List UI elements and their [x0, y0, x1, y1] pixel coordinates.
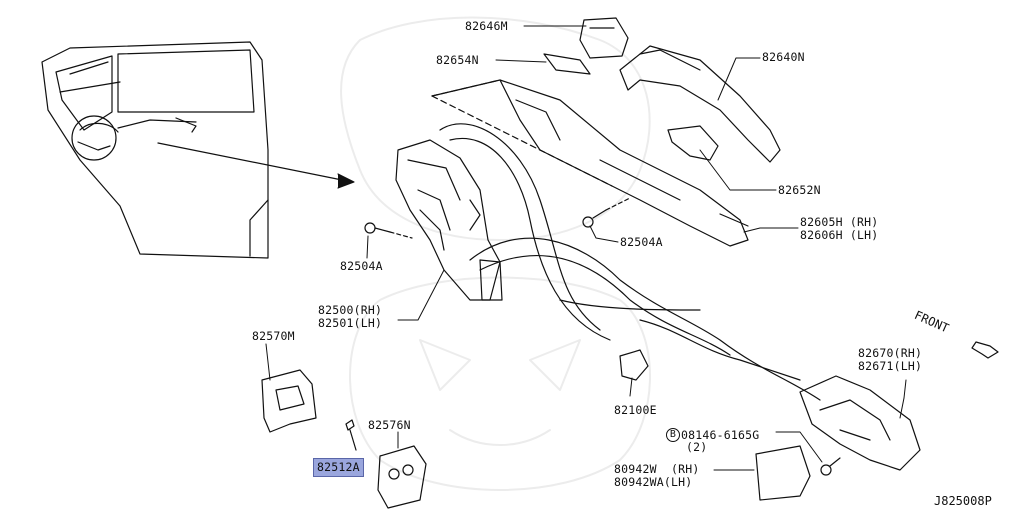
inside-handle-drawing	[799, 375, 921, 471]
part-label-82504A-left: 82504A	[340, 259, 383, 273]
car-door-drawing	[41, 41, 269, 259]
part-label-82606H: 82606H (LH)	[800, 228, 879, 242]
part-label-82652N: 82652N	[778, 183, 821, 197]
part-label-80942WA: 80942WA(LH)	[614, 475, 693, 489]
key-cylinder-drawing	[579, 17, 629, 59]
striker-drawing	[261, 369, 317, 433]
front-arrow	[971, 341, 999, 359]
diagram-code: J825008P	[934, 494, 992, 508]
door-lock-drawing	[395, 139, 503, 301]
part-label-80942W: 80942W (RH)	[614, 462, 700, 476]
pointer-arrow	[157, 142, 355, 189]
part-label-82501: 82501(LH)	[318, 316, 383, 330]
part-label-82504A-right: 82504A	[620, 235, 663, 249]
part-label-82640N: 82640N	[762, 50, 805, 64]
part-label-82576N: 82576N	[368, 418, 411, 432]
part-label-bolt: 08146-6165G	[681, 428, 760, 442]
clip-drawing	[619, 349, 649, 381]
outside-handle-drawing	[619, 45, 781, 163]
watermark	[340, 16, 651, 491]
part-label-82500: 82500(RH)	[318, 303, 383, 317]
gasket-drawing	[543, 53, 591, 75]
shim-drawing	[377, 445, 427, 509]
part-label-82646M: 82646M	[465, 19, 508, 33]
screw-drawings	[345, 197, 841, 476]
leader-lines	[265, 25, 907, 471]
bolt-circle-marker: B	[666, 428, 680, 442]
escutcheon-drawing	[755, 445, 811, 501]
part-label-82670: 82670(RH)	[858, 346, 923, 360]
part-label-82671: 82671(LH)	[858, 359, 923, 373]
cable-drawing	[439, 123, 821, 401]
part-label-82654N: 82654N	[436, 53, 479, 67]
part-label-82605H: 82605H (RH)	[800, 215, 879, 229]
part-label-bolt-qty: (2)	[686, 440, 708, 454]
part-label-82100E: 82100E	[614, 403, 657, 417]
part-label-82512A-highlighted[interactable]: 82512A	[313, 458, 364, 477]
handle-gasket-drawing	[667, 125, 719, 161]
part-label-82570M: 82570M	[252, 329, 295, 343]
